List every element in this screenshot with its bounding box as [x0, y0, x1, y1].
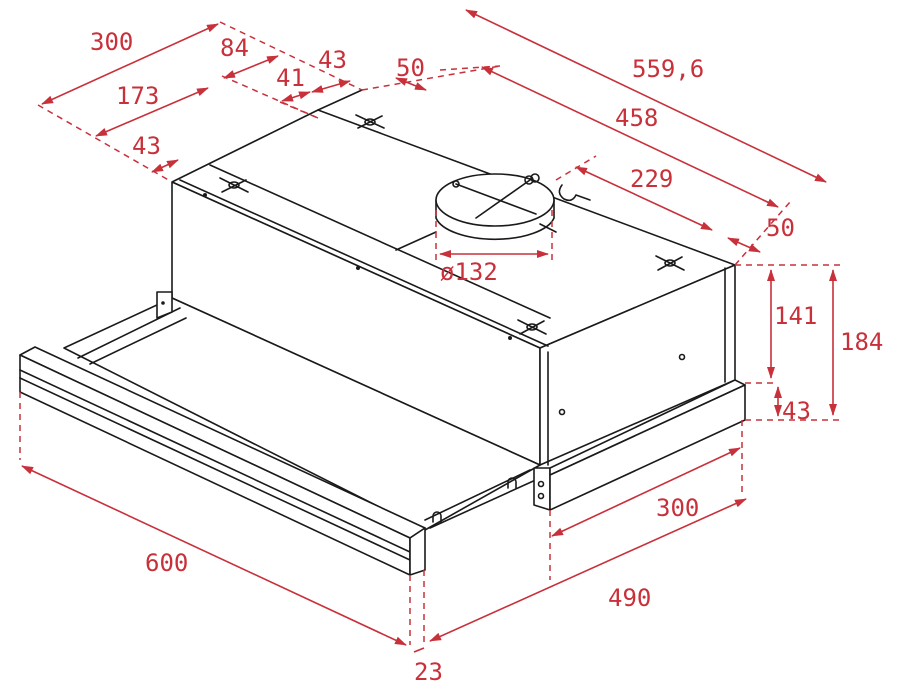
dim-label-23: 23: [414, 658, 443, 686]
dim-label-300-bottom: 300: [656, 494, 699, 522]
dim-label-43-left: 43: [132, 132, 161, 160]
dim-label-43-front: 43: [782, 397, 811, 425]
dim-label-184: 184: [840, 328, 883, 356]
dimension-lines: [19, 9, 840, 653]
hood-body: [19, 89, 746, 576]
mount-cross-1: [219, 177, 249, 193]
dim-label-84: 84: [220, 34, 249, 62]
mount-cross-2: [355, 114, 385, 129]
dim-label-50-right: 50: [766, 214, 795, 242]
dim-label-43-top: 43: [318, 46, 347, 74]
dim-label-490: 490: [608, 584, 651, 612]
mount-cross-4: [655, 255, 685, 271]
dim-label-600: 600: [145, 549, 188, 577]
dim-label-458: 458: [615, 104, 658, 132]
duct-collar: [395, 173, 557, 251]
mount-cross-3: [517, 319, 547, 335]
dim-label-559-6: 559,6: [632, 55, 704, 83]
dim-label-diameter-132: ø132: [440, 258, 498, 286]
dimension-labels: 300 84 43 41 50 173 43 559,6 458 229 50 …: [90, 28, 883, 686]
dim-label-41: 41: [276, 64, 305, 92]
dim-label-141: 141: [774, 302, 817, 330]
cable-notch: [558, 184, 591, 202]
dim-label-300-top: 300: [90, 28, 133, 56]
dim-label-173: 173: [116, 82, 159, 110]
dim-label-50-top: 50: [396, 54, 425, 82]
dim-label-229: 229: [630, 165, 673, 193]
